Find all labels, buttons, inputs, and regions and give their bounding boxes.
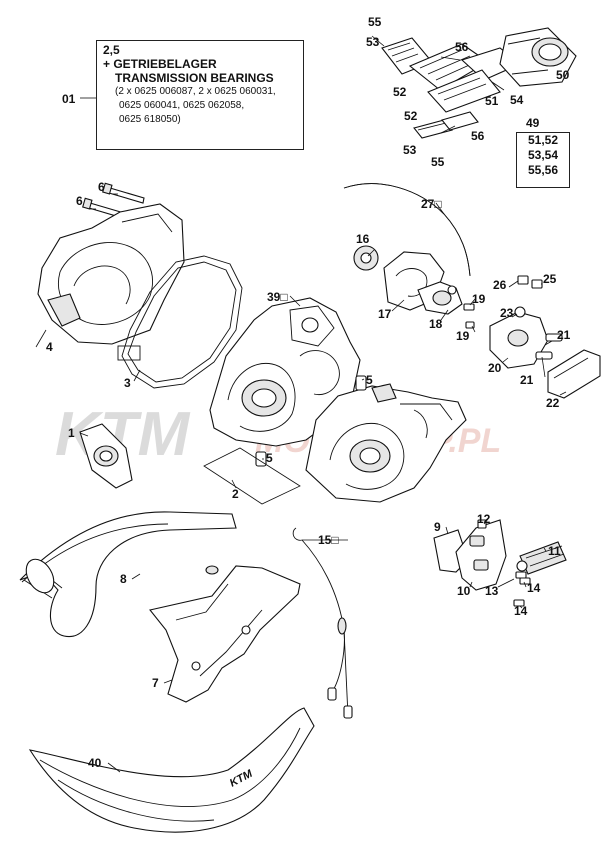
- label-1: 1: [68, 426, 75, 440]
- label-23: 23: [500, 306, 514, 320]
- label-50: 50: [556, 68, 570, 82]
- label-14a: 14: [527, 581, 541, 595]
- label-52a: 52: [393, 85, 407, 99]
- seat: KTM: [28, 707, 315, 833]
- throttle-cable: [292, 527, 353, 719]
- label-40: 40: [88, 756, 102, 770]
- label-56a: 56: [455, 40, 469, 54]
- bearing-housing: [79, 423, 133, 489]
- label-21a: 21: [557, 328, 571, 342]
- label-13: 13: [485, 584, 499, 598]
- label-19a: 19: [472, 292, 486, 306]
- label-53b: 53: [403, 143, 417, 157]
- label-55b: 55: [431, 155, 445, 169]
- note-line-3: TRANSMISSION BEARINGS: [115, 71, 274, 85]
- label-25: 25: [543, 272, 557, 286]
- label-6a: 6: [98, 180, 105, 194]
- chain-guide: [433, 519, 531, 607]
- label-9: 9: [434, 520, 441, 534]
- radiator-shroud: [149, 565, 301, 703]
- label-19b: 19: [456, 329, 470, 343]
- note-line-2: + GETRIEBELAGER: [103, 57, 217, 71]
- label-2: 2: [232, 487, 239, 501]
- label-51: 51: [485, 94, 499, 108]
- cover-gasket: [117, 255, 243, 389]
- group-49-row-2: 53,54: [527, 148, 559, 162]
- label-26: 26: [493, 278, 507, 292]
- label-11: 11: [548, 544, 561, 558]
- label-27: 27□: [421, 197, 442, 211]
- label-18: 18: [429, 317, 443, 331]
- reed-valve-assembly: [371, 27, 577, 139]
- label-5b: 5: [266, 451, 273, 465]
- label-16: 16: [356, 232, 370, 246]
- crankcase-right: [305, 383, 467, 503]
- label-6b: 6: [76, 194, 83, 208]
- label-54: 54: [510, 93, 524, 107]
- label-55a: 55: [368, 15, 382, 29]
- footpeg: [516, 541, 567, 575]
- label-52b: 52: [404, 109, 418, 123]
- label-12: 12: [477, 512, 491, 526]
- group-49-box: 51,52 53,54 55,56: [516, 132, 570, 188]
- label-15: 15□: [318, 533, 339, 547]
- pump-group: [343, 183, 543, 329]
- group-49-head: 49: [526, 116, 540, 130]
- side-cover-plate: [547, 349, 601, 399]
- label-22: 22: [546, 396, 560, 410]
- part-labels: 01 55 53 56 52 51 54 50 52 56 53 55 6 6 …: [46, 15, 571, 770]
- label-39: 39□: [267, 290, 288, 304]
- note-line-4: (2 x 0625 006087, 2 x 0625 060031,: [115, 86, 276, 97]
- label-8: 8: [120, 572, 127, 586]
- exhaust-pipe: [19, 511, 237, 638]
- transmission-bearings-note: 2,5 + GETRIEBELAGER TRANSMISSION BEARING…: [96, 40, 304, 150]
- label-56b: 56: [471, 129, 485, 143]
- label-21b: 21: [520, 373, 534, 387]
- label-14b: 14: [514, 604, 528, 618]
- label-ref-01: 01: [62, 92, 76, 106]
- group-49-row-3: 55,56: [527, 163, 559, 177]
- label-5a: 5: [366, 373, 373, 387]
- note-line-6: 0625 618050): [119, 114, 181, 125]
- crankcase-left: [209, 297, 361, 447]
- label-53a: 53: [366, 35, 380, 49]
- group-49-row-1: 51,52: [527, 133, 559, 147]
- label-7: 7: [152, 676, 159, 690]
- label-20: 20: [488, 361, 502, 375]
- label-3: 3: [124, 376, 131, 390]
- label-10: 10: [457, 584, 471, 598]
- leader-lines: [35, 97, 567, 773]
- clutch-cover: [37, 203, 185, 345]
- note-line-5: 0625 060041, 0625 062058,: [119, 100, 245, 111]
- label-17: 17: [378, 307, 392, 321]
- crankcase-bracket: [203, 447, 301, 505]
- pump-cover: [489, 306, 563, 369]
- note-line-1: 2,5: [103, 43, 120, 57]
- label-4: 4: [46, 340, 53, 354]
